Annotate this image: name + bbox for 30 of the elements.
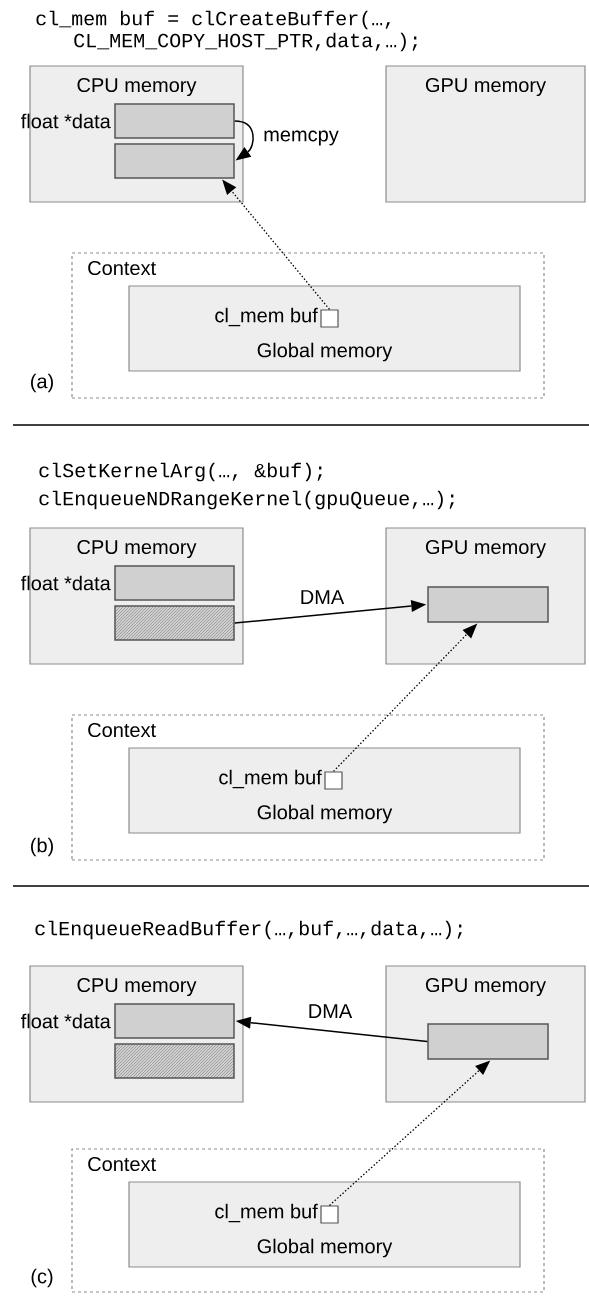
memory-box: GPU memory	[385, 65, 586, 203]
memory-box: cl_mem buf Global memory	[128, 285, 521, 372]
arrow	[328, 1060, 491, 1207]
code-line: clSetKernelArg(…, &buf);	[39, 462, 322, 482]
edge-label: DMA	[306, 1003, 354, 1019]
variable-label: float *data	[21, 1013, 111, 1029]
small-square	[320, 1205, 339, 1224]
edge-label: memcpy	[262, 129, 340, 147]
arrow	[332, 623, 478, 773]
variable-label: float *data	[21, 113, 111, 129]
arrow	[235, 1016, 428, 1043]
small-square	[320, 309, 339, 328]
panel-label: (a)	[31, 373, 53, 393]
code-line: clEnqueueReadBuffer(…,buf,…,data,…);	[35, 920, 462, 940]
panel-label: (c)	[31, 1268, 53, 1288]
memory-box: cl_mem buf Global memory	[128, 747, 521, 834]
edge-label: DMA	[298, 589, 346, 605]
arrow	[234, 600, 427, 624]
code-line: clEnqueueNDRangeKernel(gpuQueue,…);	[39, 490, 454, 510]
buffer-box	[114, 143, 235, 179]
arrow	[234, 120, 254, 161]
panel-label: (b)	[31, 837, 53, 857]
code-line: cl_mem buf = clCreateBuffer(…,	[36, 10, 390, 30]
buffer-box	[427, 586, 549, 623]
small-square	[324, 771, 343, 790]
variable-label: float *data	[21, 575, 111, 591]
buffer-box	[427, 1023, 549, 1060]
memory-box: cl_mem buf Global memory	[128, 1181, 521, 1268]
arrow	[222, 179, 331, 311]
code-line: CL_MEM_COPY_HOST_PTR,data,…);	[74, 32, 417, 52]
